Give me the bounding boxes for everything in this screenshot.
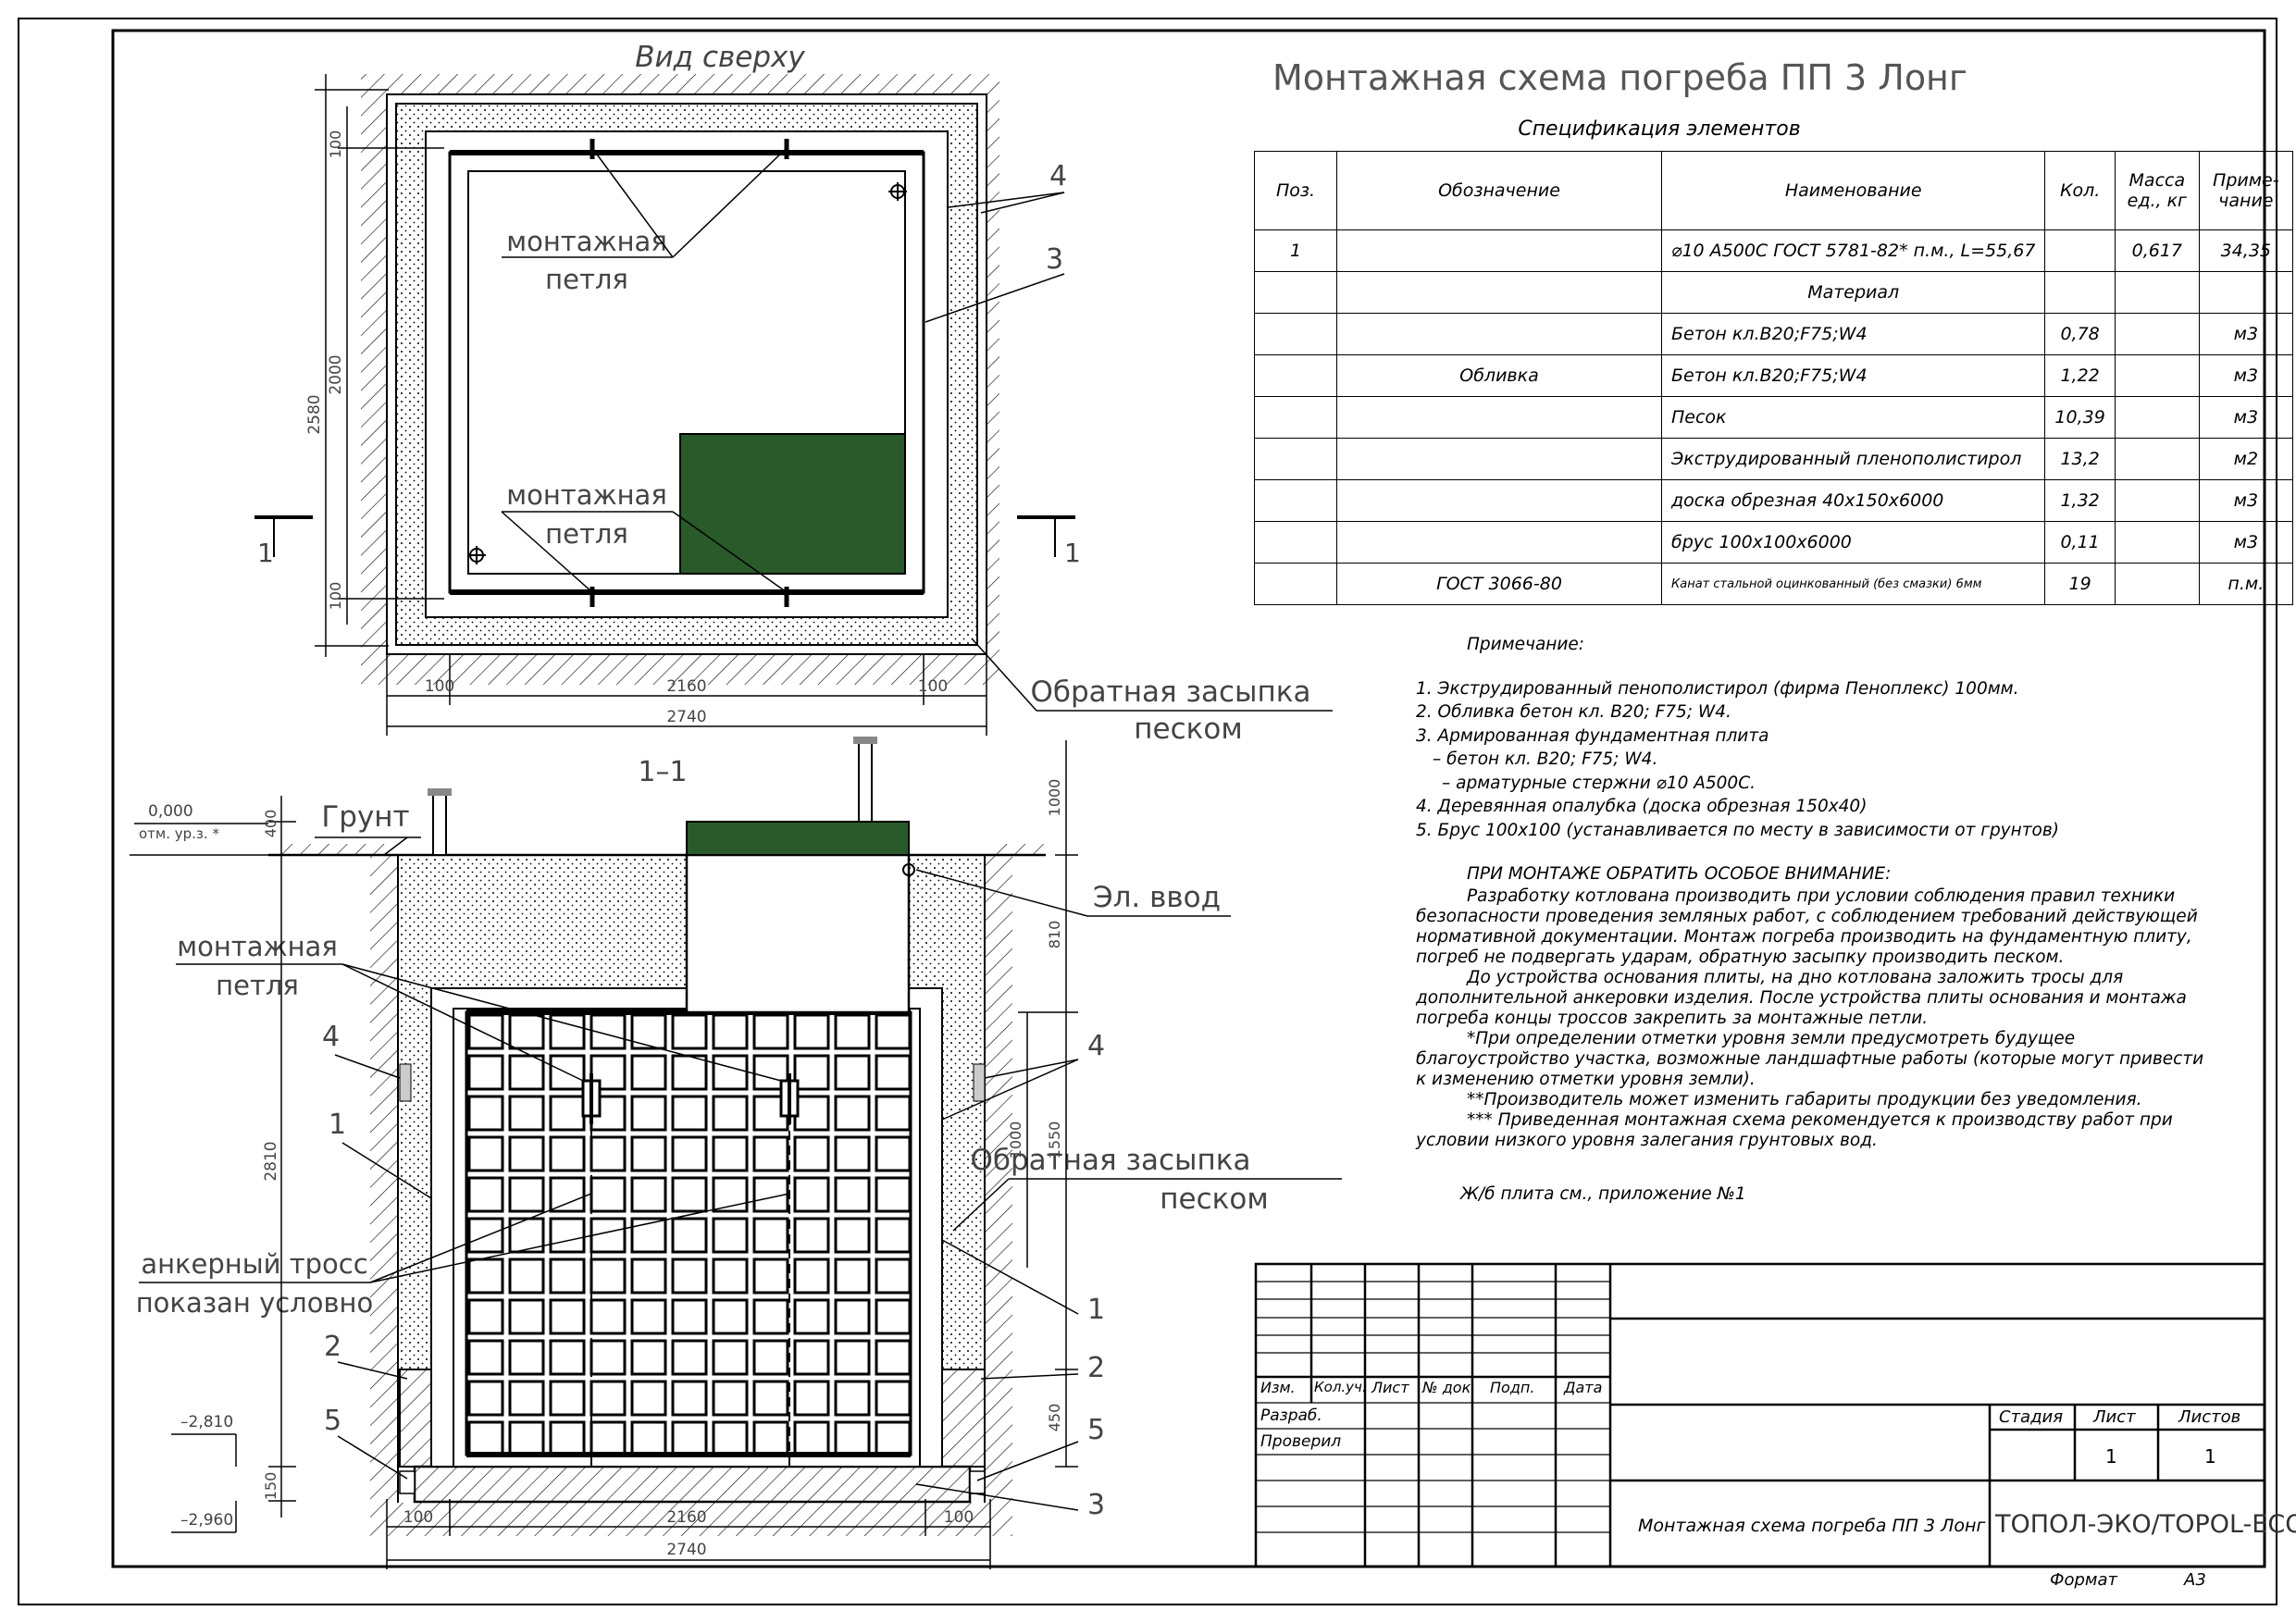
lid [679, 433, 906, 575]
notes-block: Примечание: 1. Экструдированный пенополи… [1416, 633, 2230, 1206]
drawing-label: показан условно [136, 1287, 374, 1319]
drawing-label: 4 [1049, 160, 1067, 192]
drawing-label: 1000 [1007, 1121, 1024, 1159]
note-item: 3. Армированная фундаментная плита [1416, 725, 1769, 746]
drawing-label: монтажная [506, 479, 667, 511]
drawing-label: 2000 [327, 354, 345, 394]
drawing-label: песком [1134, 712, 1242, 746]
note-item: 4. Деревянная опалубка (доска обрезная 1… [1416, 797, 1868, 816]
drawing-label: 100 [327, 582, 344, 611]
drawing-title: Монтажная схема погреба ПП 3 Лонг [1272, 57, 1967, 98]
drawing-label: 4 [1087, 1030, 1105, 1062]
title-block-grid [1254, 1262, 2266, 1568]
vent-icon [888, 182, 907, 201]
section-view: 1–1 [130, 737, 1342, 1569]
top-view: Вид сверху монтажная петля монтажная пет… [254, 41, 1333, 746]
drawing-label: 2160 [666, 677, 706, 696]
drawing-label: 5 [1087, 1414, 1105, 1446]
drawing-label: 3 [1087, 1489, 1105, 1521]
drawing-label: 1 [1064, 538, 1081, 568]
mounting-loop-icon [581, 1073, 602, 1124]
drawing-label: 100 [918, 677, 948, 696]
drawing-label: песком [1160, 1183, 1268, 1216]
drawing-label: –2,960 [180, 1511, 233, 1530]
drawing-label: 2740 [666, 708, 706, 726]
mounting-loop-icon [779, 1073, 800, 1124]
drawing-label: 100 [425, 677, 454, 696]
vent-pipe [858, 739, 873, 823]
note-item: 1. Экструдированный пенополистирол (фирм… [1416, 678, 2019, 699]
table-row: Материал [1254, 271, 2293, 314]
drawing-label: 400 [262, 810, 279, 838]
drawing-label: Грунт [321, 800, 409, 834]
drawing-label: 450 [1046, 1404, 1063, 1432]
note-item: 2. Обливка бетон кл. В20; F75; W4. [1416, 702, 1731, 722]
drawing-label: 810 [1046, 921, 1063, 949]
drawing-label: 1 [329, 1109, 346, 1141]
drawing-label: Обратная засыпка [1030, 675, 1310, 709]
drawing-label: –2,810 [180, 1413, 233, 1431]
inner-frame [111, 29, 2266, 1568]
drawing-label: 2 [1087, 1352, 1105, 1384]
drawing-label: 100 [403, 1508, 433, 1527]
drawing-label: 0,000 [148, 802, 193, 821]
vent-pipe [432, 793, 447, 856]
drawing-label: анкерный тросс [141, 1248, 367, 1280]
drawing-label: 3 [1046, 243, 1063, 276]
drawing-label: 1 [1087, 1294, 1105, 1326]
drawing-label: 100 [327, 130, 344, 159]
spec-table: Поз. Обозначение Наименование Кол. Масса… [1254, 151, 2293, 605]
drawing-label: монтажная [506, 226, 667, 257]
drawing-label: 150 [262, 1472, 279, 1501]
slab-reference: Ж/б плита см., приложение №1 [1460, 1183, 1746, 1204]
drawing-label: монтажная [177, 931, 338, 962]
drawing-label: Обратная засыпка [970, 1144, 1250, 1177]
note-item: 5. Брус 100х100 (устанавливается по мест… [1416, 820, 2059, 840]
attention-heading: ПРИ МОНТАЖЕ ОБРАТИТЬ ОСОБОЕ ВНИМАНИЕ: [1467, 864, 1892, 884]
drawing-label: 2740 [666, 1541, 706, 1559]
drawing-label: 100 [944, 1508, 974, 1527]
drawing-label: 1 [257, 538, 274, 568]
note-item: – бетон кл. В20; F75; W4. [1433, 750, 1658, 769]
drawing-label: 4 [322, 1021, 340, 1053]
drawing-label: 1000 [1046, 779, 1063, 817]
drawing-label: 2 [324, 1331, 341, 1363]
lid [686, 821, 910, 856]
drawing-label: 2160 [666, 1508, 706, 1527]
section-caption: 1–1 [638, 756, 687, 788]
drawing-label: петля [545, 518, 628, 550]
note-item: – арматурные стержни ⌀10 А500С. [1442, 773, 1756, 793]
vent-icon [467, 546, 486, 564]
title-block-name: Монтажная схема погреба ПП 3 Лонг [1638, 1516, 1986, 1536]
drawing-label: Эл. ввод [1093, 881, 1221, 914]
drawing-label: 5 [324, 1405, 341, 1437]
top-view-caption: Вид сверху [635, 41, 805, 74]
spec-title: Спецификация элементов [1518, 118, 1800, 141]
drawing-label: 2580 [305, 394, 324, 434]
drawing-label: отм. ур.з. * [139, 825, 219, 842]
drawing-label: 1550 [1046, 1121, 1063, 1159]
drawing-label: 2810 [262, 1141, 280, 1181]
spec-header-row: Поз. Обозначение Наименование Кол. Масса… [1254, 151, 2293, 230]
outer-frame [18, 18, 2277, 1605]
notes-heading: Примечание: [1467, 635, 1585, 654]
title-block-org: ТОПОЛ-ЭКО/TOPOL-ECO [1995, 1510, 2296, 1539]
drawing-label: петля [545, 264, 628, 295]
drawing-label: петля [216, 970, 299, 1001]
